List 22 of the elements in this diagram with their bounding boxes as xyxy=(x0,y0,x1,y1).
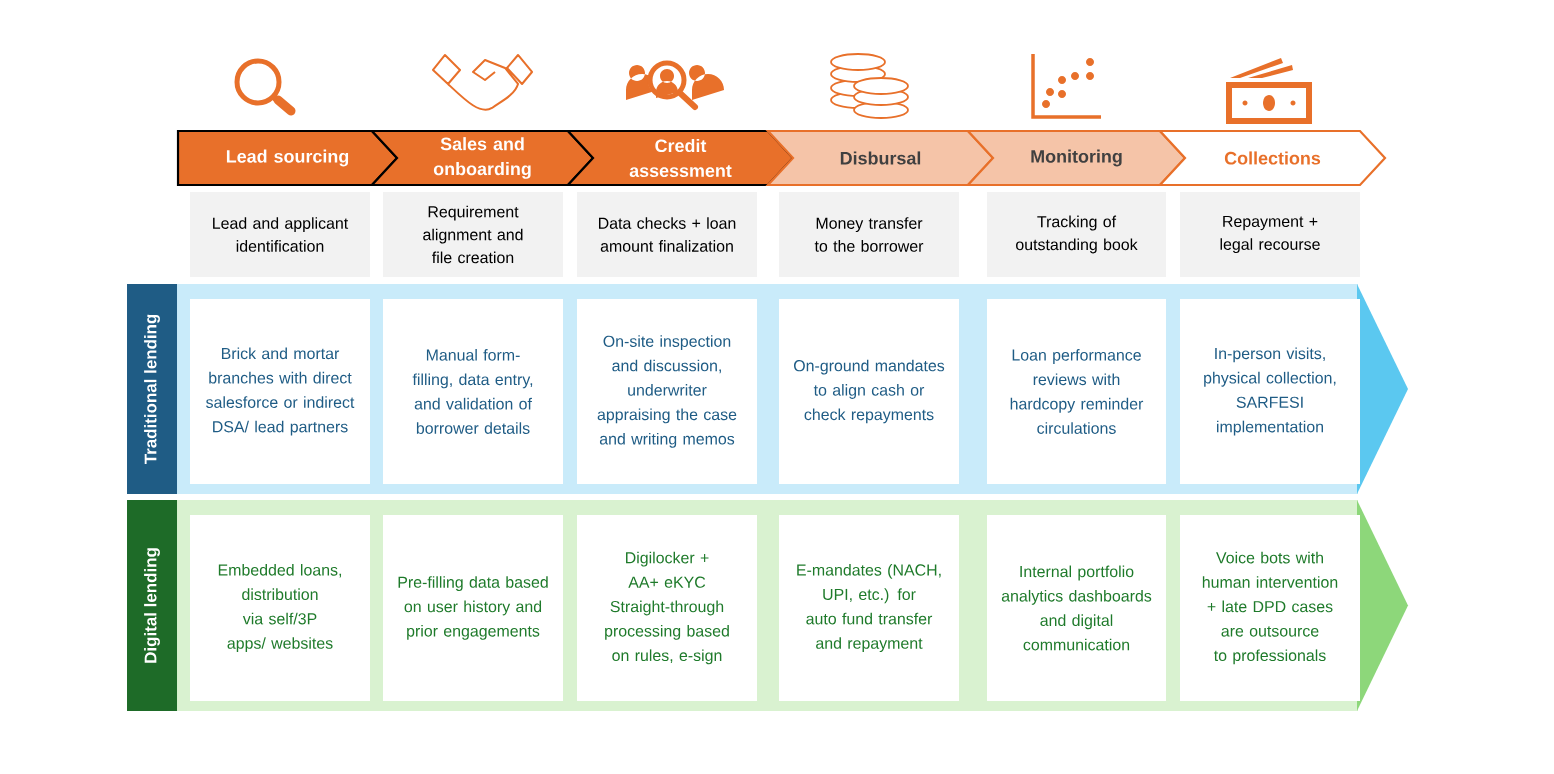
lane-cell: Voice bots with human intervention + late DPD cases are outsource to professionals xyxy=(1180,515,1360,701)
description-box: Data checks + loan amount finalization xyxy=(577,192,757,277)
description-box: Tracking of outstanding book xyxy=(987,192,1166,277)
lane-cell: E-mandates (NACH, UPI, etc.) for auto fund transfer and repayment xyxy=(779,515,959,701)
lane-cell: On-ground mandates to align cash or check repayments xyxy=(779,299,959,484)
lane-label: Digital lending xyxy=(127,500,177,711)
description-box: Money transfer to the borrower xyxy=(779,192,959,277)
lane-cell: Loan performance reviews with hardcopy reminder circulations xyxy=(987,299,1166,484)
lane-cell: On-site inspection and discussion, underwriter appraising the case and writing memos xyxy=(577,299,757,484)
description-box: Lead and applicant identification xyxy=(190,192,370,277)
phase-step: Lead sourcing xyxy=(176,129,399,187)
lane-label: Traditional lending xyxy=(127,284,177,494)
lane-cell: Internal portfolio analytics dashboards and digital communication xyxy=(987,515,1166,701)
lane-cell: Manual form-filling, data entry, and validation of borrower details xyxy=(383,299,563,484)
lane-cell: In-person visits, physical collection, SARFESI implementation xyxy=(1180,299,1360,484)
lane-cell: Embedded loans, distribution via self/3P apps/ websites xyxy=(190,515,370,701)
description-box: Requirement alignment and file creation xyxy=(383,192,563,277)
lane-cell: Digilocker + AA+ eKYC Straight-through processing based on rules, e-sign xyxy=(577,515,757,701)
lane-cell: Brick and mortar branches with direct salesforce or indirect DSA/ lead partners xyxy=(190,299,370,484)
lane-cell: Pre-filling data based on user history and prior engagements xyxy=(383,515,563,701)
phase-step: Collections xyxy=(1157,129,1387,187)
description-box: Repayment + legal recourse xyxy=(1180,192,1360,277)
